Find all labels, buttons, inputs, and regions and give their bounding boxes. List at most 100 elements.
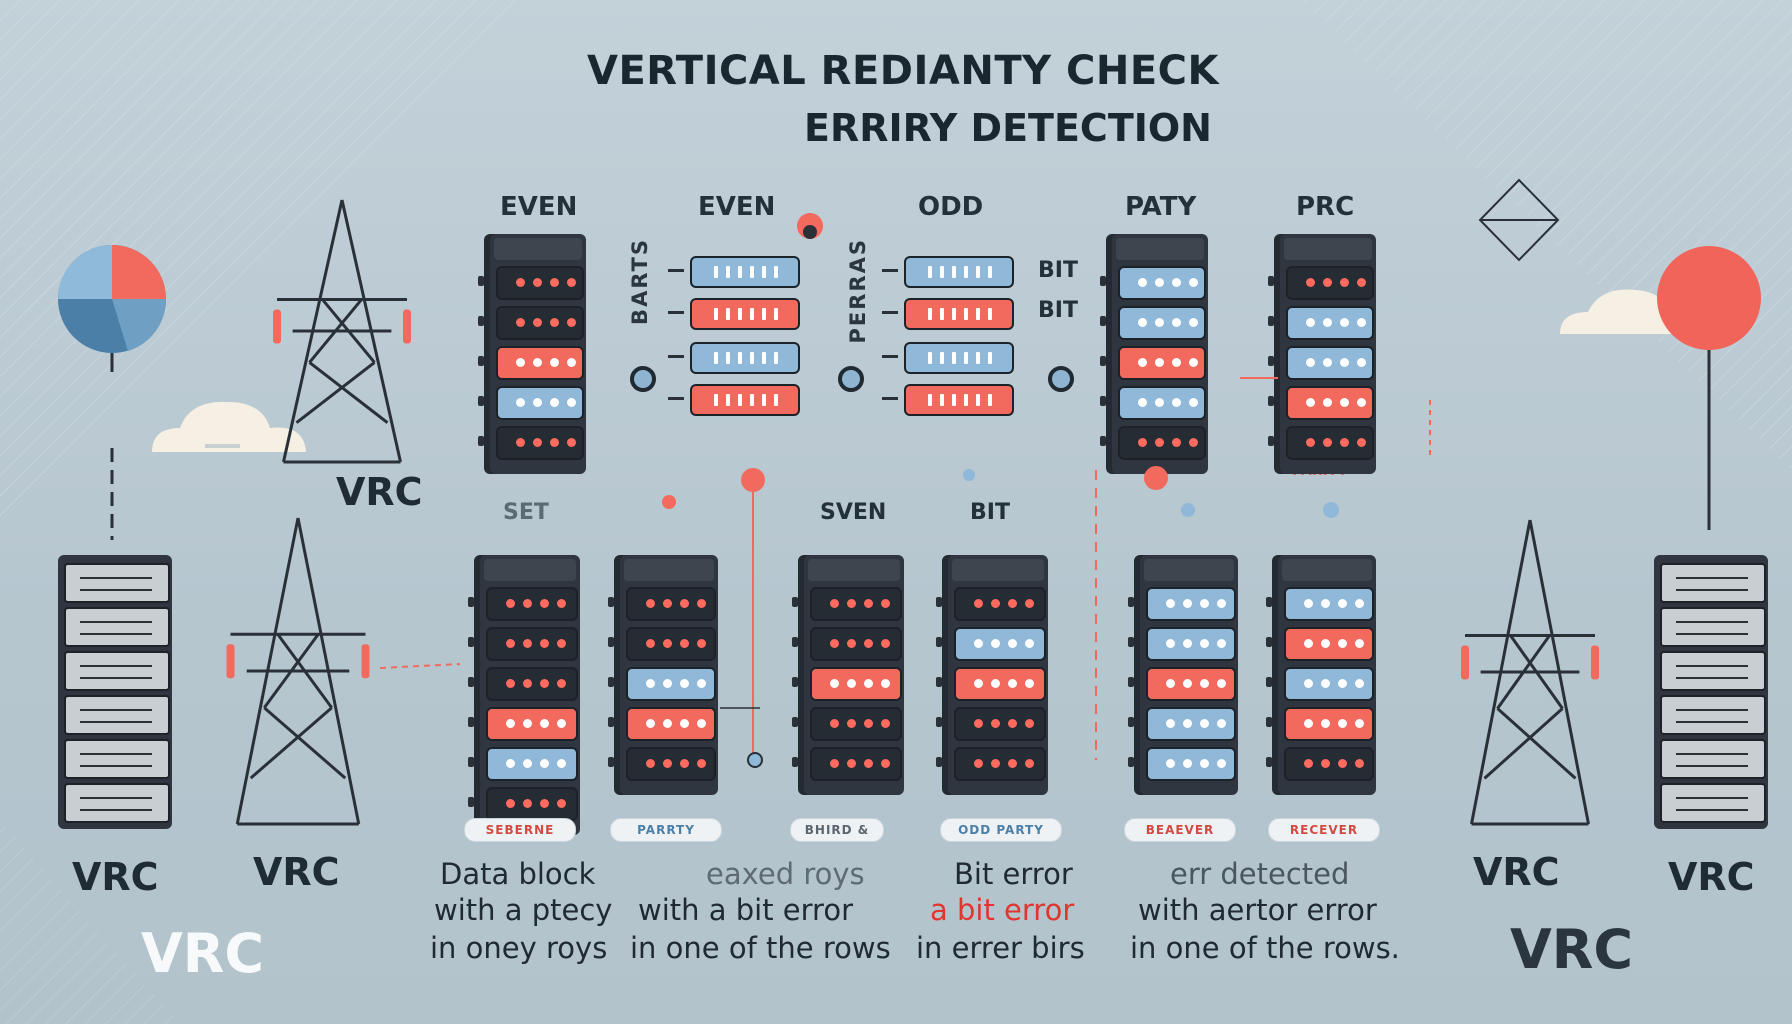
rack-led bbox=[1189, 398, 1198, 407]
packet-bit bbox=[964, 394, 968, 406]
rack-led bbox=[1166, 719, 1175, 728]
packet-bit bbox=[774, 266, 778, 278]
cabinet-slot bbox=[1660, 651, 1766, 691]
packet-bit bbox=[762, 266, 766, 278]
rack-led bbox=[1355, 679, 1364, 688]
packet-bit bbox=[976, 394, 980, 406]
tower-strut bbox=[263, 633, 320, 709]
rack-led bbox=[1138, 278, 1147, 287]
rack-led bbox=[540, 639, 549, 648]
header-even-2: EVEN bbox=[698, 192, 776, 222]
rack-side-nub bbox=[1266, 637, 1272, 647]
vrc-label-big-left: VRC bbox=[141, 922, 265, 985]
tower-strut bbox=[276, 633, 333, 709]
packet-bit bbox=[750, 394, 754, 406]
rack-led bbox=[1321, 639, 1330, 648]
rack-led bbox=[506, 799, 515, 808]
label-set: SET bbox=[503, 500, 549, 525]
caption-col1-line2: with a ptecy bbox=[434, 893, 613, 927]
rack-led bbox=[506, 679, 515, 688]
tower-insulator bbox=[361, 644, 370, 679]
tower-insulator bbox=[1461, 645, 1469, 680]
packet-bit bbox=[928, 266, 932, 278]
rack-led bbox=[1306, 438, 1315, 447]
rack-led bbox=[533, 358, 542, 367]
rack-side-nub bbox=[608, 677, 614, 687]
cabinet-slot bbox=[64, 563, 170, 603]
rack-side-nub bbox=[1128, 757, 1134, 767]
tower-insulator bbox=[403, 309, 411, 344]
cabinet-grille bbox=[80, 797, 152, 811]
rack-led bbox=[974, 719, 983, 728]
rack-led bbox=[663, 599, 672, 608]
rack-slot bbox=[486, 667, 578, 701]
rack-side-nub bbox=[936, 677, 942, 687]
rack-slot bbox=[1284, 707, 1374, 741]
rack-led bbox=[881, 679, 890, 688]
rack-led bbox=[1183, 639, 1192, 648]
connector-dot-2 bbox=[838, 366, 864, 392]
cabinet-slot bbox=[64, 695, 170, 735]
rack-led bbox=[516, 398, 525, 407]
rack-led bbox=[533, 398, 542, 407]
rack-slot bbox=[1118, 306, 1206, 340]
rack-led bbox=[974, 679, 983, 688]
packet-bit bbox=[940, 266, 944, 278]
cabinet-grille bbox=[80, 753, 152, 767]
rack-led bbox=[1172, 318, 1181, 327]
rack-side-nub bbox=[1128, 637, 1134, 647]
rack-led bbox=[1340, 438, 1349, 447]
rack-led bbox=[991, 639, 1000, 648]
caption-col1-line3: in oney roys bbox=[430, 931, 608, 965]
packet-bit bbox=[976, 352, 980, 364]
cabinet-slot bbox=[64, 739, 170, 779]
rack-led bbox=[646, 719, 655, 728]
packet-bit bbox=[988, 266, 992, 278]
packet-bit bbox=[714, 308, 718, 320]
rack-led bbox=[1321, 599, 1330, 608]
packet-bit bbox=[952, 394, 956, 406]
rack-led bbox=[864, 599, 873, 608]
tower-insulator bbox=[1591, 645, 1599, 680]
rack-slot bbox=[1286, 386, 1374, 420]
packet-lead bbox=[882, 311, 898, 314]
vrc-label-left-1: VRC bbox=[72, 855, 159, 899]
rack-led bbox=[1217, 679, 1226, 688]
packet-lead bbox=[882, 355, 898, 358]
rack-led bbox=[1138, 438, 1147, 447]
rack-slot bbox=[1118, 266, 1206, 300]
rack-led bbox=[680, 679, 689, 688]
rack-led bbox=[523, 599, 532, 608]
rack-led bbox=[540, 799, 549, 808]
server-rack-icon bbox=[792, 555, 904, 795]
rack-slot bbox=[626, 667, 716, 701]
rack-led bbox=[881, 639, 890, 648]
cabinet-grille bbox=[80, 577, 152, 591]
header-prc: PRC bbox=[1296, 192, 1355, 222]
rack-led bbox=[1217, 639, 1226, 648]
rack-led bbox=[567, 358, 576, 367]
header-paty: PATY bbox=[1125, 192, 1197, 222]
rack-led bbox=[830, 679, 839, 688]
rack-led bbox=[557, 599, 566, 608]
rack-led bbox=[697, 679, 706, 688]
tower-insulator bbox=[273, 309, 281, 344]
rack-side-nub bbox=[478, 316, 484, 326]
rack-led bbox=[557, 679, 566, 688]
rack-side-nub bbox=[936, 717, 942, 727]
rack-side-nub bbox=[1266, 717, 1272, 727]
server-rack-icon bbox=[936, 555, 1048, 795]
rack-led bbox=[646, 639, 655, 648]
rack-slot bbox=[496, 426, 584, 460]
server-rack-icon bbox=[478, 234, 586, 474]
rack-slot bbox=[1118, 426, 1206, 460]
tower-insulator bbox=[226, 644, 235, 679]
rack-led bbox=[1025, 599, 1034, 608]
rack-led bbox=[540, 719, 549, 728]
data-packet bbox=[690, 256, 800, 288]
transmission-tower-icon bbox=[1461, 519, 1599, 826]
rack-led bbox=[1183, 679, 1192, 688]
packet-bit bbox=[750, 266, 754, 278]
rack-led bbox=[1321, 719, 1330, 728]
rack-led bbox=[1338, 639, 1347, 648]
